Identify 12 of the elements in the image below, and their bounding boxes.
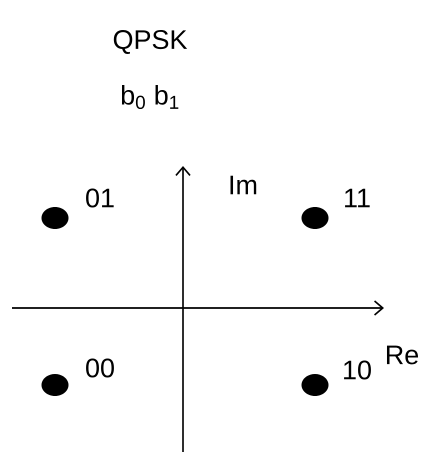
point-label: 10 (344, 360, 371, 380)
point-label: 01 (86, 188, 114, 208)
constellation-point (302, 374, 328, 396)
constellation-point (42, 207, 68, 229)
constellation-point (42, 374, 68, 396)
point-label: 00 (86, 358, 114, 378)
point-label: 11 (345, 188, 370, 208)
axis-label: Re (386, 346, 418, 364)
title: QPSK (114, 30, 188, 54)
constellation-point (302, 207, 328, 229)
axis-label: Im (230, 176, 256, 194)
axis-label: b$_{0}$ b$_{1}$ (122, 84, 178, 110)
